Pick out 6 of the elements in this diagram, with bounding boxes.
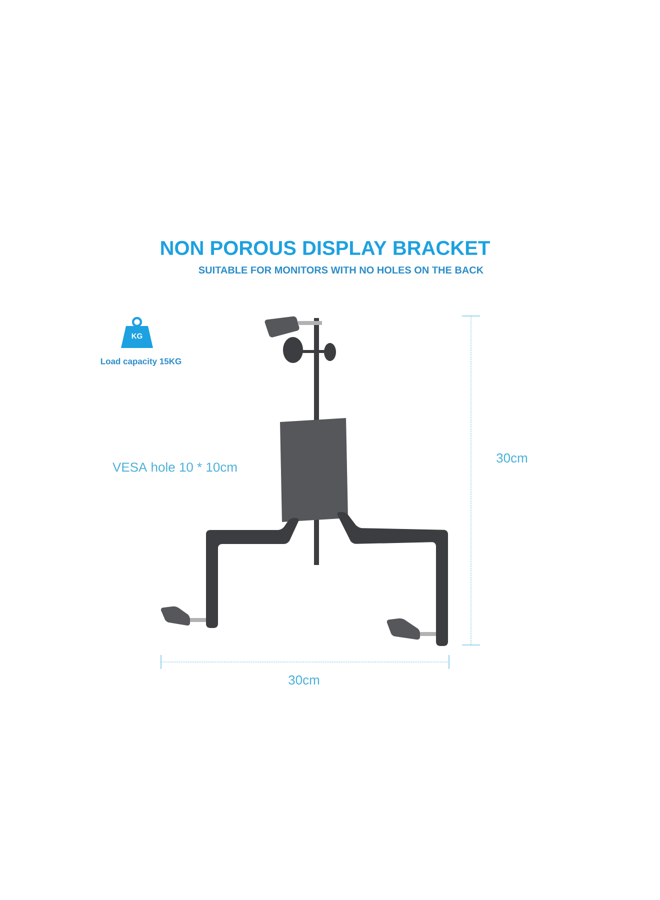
dimension-label: 30cm — [496, 453, 528, 463]
vesa-label: VESA hole 10 * 10cm — [112, 462, 237, 472]
caption-text: Load capacity 15KG — [100, 358, 182, 366]
dimension-label: 30cm — [288, 675, 320, 685]
subtitle: SUITABLE FOR MONITORS WITH NO HOLES ON THE BACK — [198, 266, 484, 274]
title: NON POROUS DISPLAY BRACKET — [161, 240, 490, 256]
